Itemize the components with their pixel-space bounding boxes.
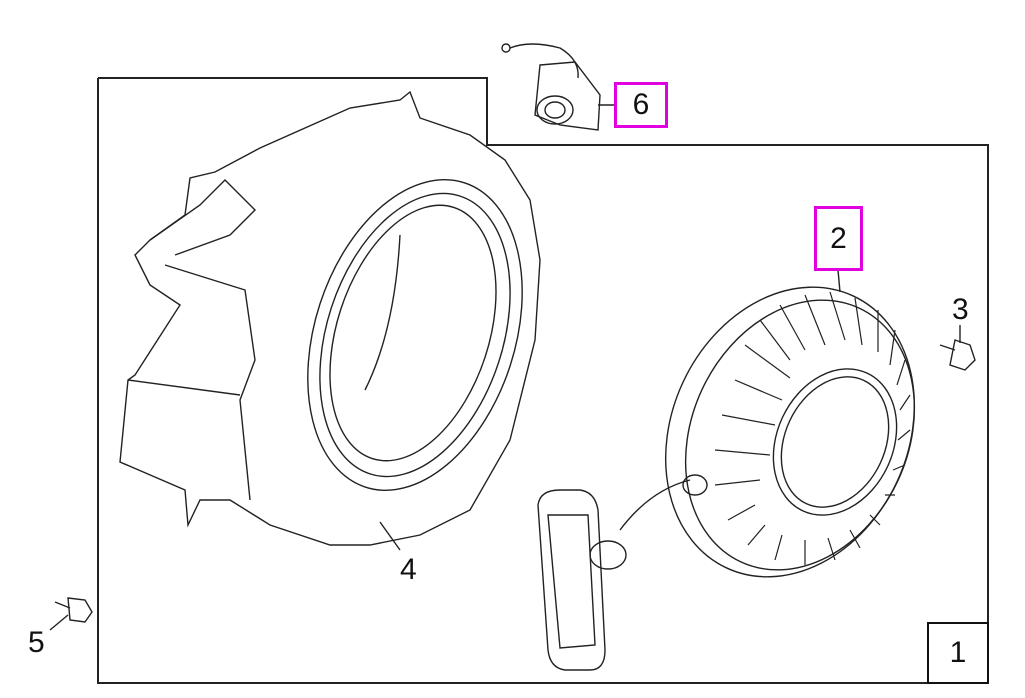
leader-2 — [837, 269, 841, 293]
assembly-frame — [97, 77, 989, 684]
callout-1-label: 1 — [949, 636, 967, 669]
recoil-starter — [619, 286, 916, 578]
callout-1: 1 — [927, 622, 989, 684]
callout-6-label: 6 — [632, 88, 650, 121]
callout-3: 3 — [952, 293, 969, 326]
callout-6: 6 — [614, 82, 668, 128]
leader-5 — [49, 614, 69, 631]
callout-2-label: 2 — [830, 221, 847, 255]
fan-shroud — [119, 90, 541, 546]
shroud-ring-outer — [307, 179, 523, 491]
starter-handle — [537, 489, 627, 671]
spark-plug-cap — [501, 43, 601, 131]
bolt-3 — [939, 339, 976, 371]
callout-4: 4 — [400, 553, 417, 586]
bolt-5 — [54, 597, 93, 623]
leader-4 — [379, 521, 401, 551]
callout-5: 5 — [28, 626, 45, 659]
callout-2: 2 — [814, 206, 863, 271]
